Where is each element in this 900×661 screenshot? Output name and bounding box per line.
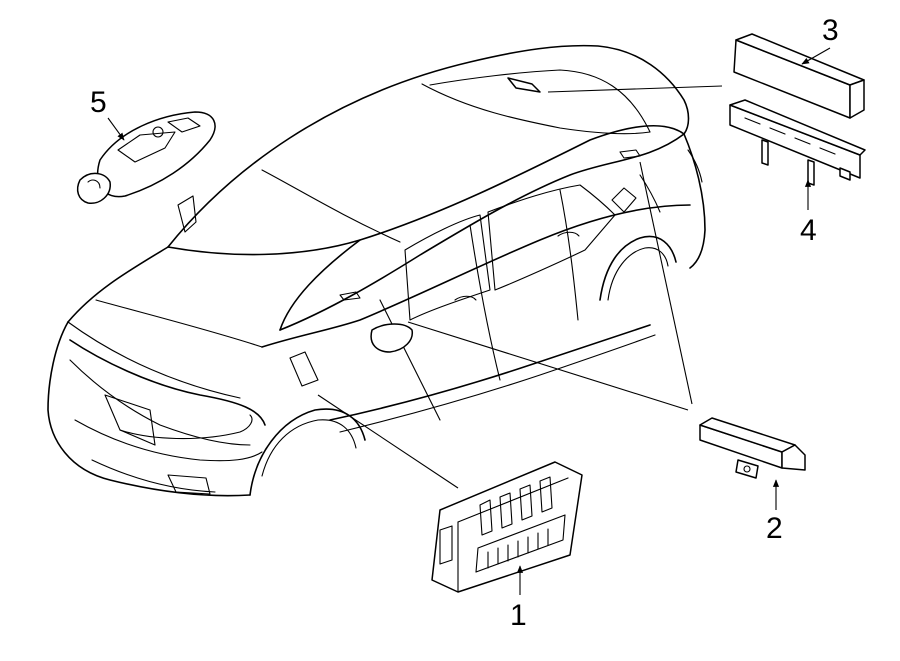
sensor-antenna [699,417,806,479]
callout-5: 5 [90,86,107,119]
module-bracket [729,99,866,186]
callout-arrows [107,47,831,595]
receiver-module [733,33,865,119]
key-fob [76,111,216,204]
vehicle-outline [47,44,706,497]
callout-labels: 1 2 3 4 5 [90,14,839,632]
callout-1: 1 [510,599,527,632]
callout-3: 3 [822,14,839,47]
callout-4: 4 [800,214,817,247]
body-control-module [431,461,583,593]
leader-lines [317,85,723,489]
callout-2: 2 [766,512,783,545]
